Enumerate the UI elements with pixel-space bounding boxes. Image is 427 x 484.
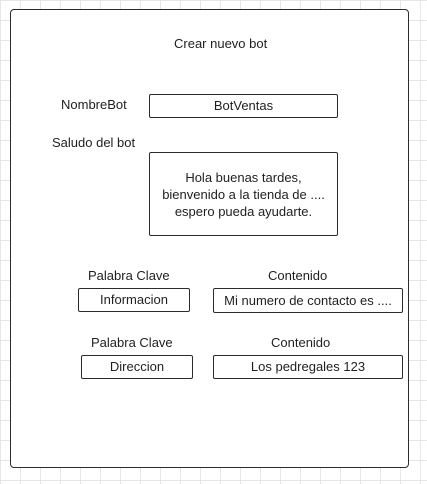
content-label: Contenido: [271, 335, 331, 350]
bot-greeting-textarea[interactable]: Hola buenas tardes, bienvenido a la tien…: [149, 152, 338, 236]
keyword-input-1[interactable]: Informacion: [78, 288, 190, 312]
keyword-label: Palabra Clave: [91, 335, 173, 350]
page-title: Crear nuevo bot: [174, 36, 268, 51]
keyword-input-2[interactable]: Direccion: [81, 355, 193, 379]
content-input-2[interactable]: Los pedregales 123: [213, 355, 403, 379]
bot-form-panel: [10, 9, 409, 468]
keyword-label: Palabra Clave: [88, 268, 170, 283]
bot-name-label: NombreBot: [61, 97, 127, 112]
bot-name-input[interactable]: BotVentas: [149, 94, 338, 118]
content-label: Contenido: [268, 268, 328, 283]
bot-greeting-label: Saludo del bot: [52, 135, 136, 150]
content-input-1[interactable]: Mi numero de contacto es ....: [213, 288, 403, 313]
